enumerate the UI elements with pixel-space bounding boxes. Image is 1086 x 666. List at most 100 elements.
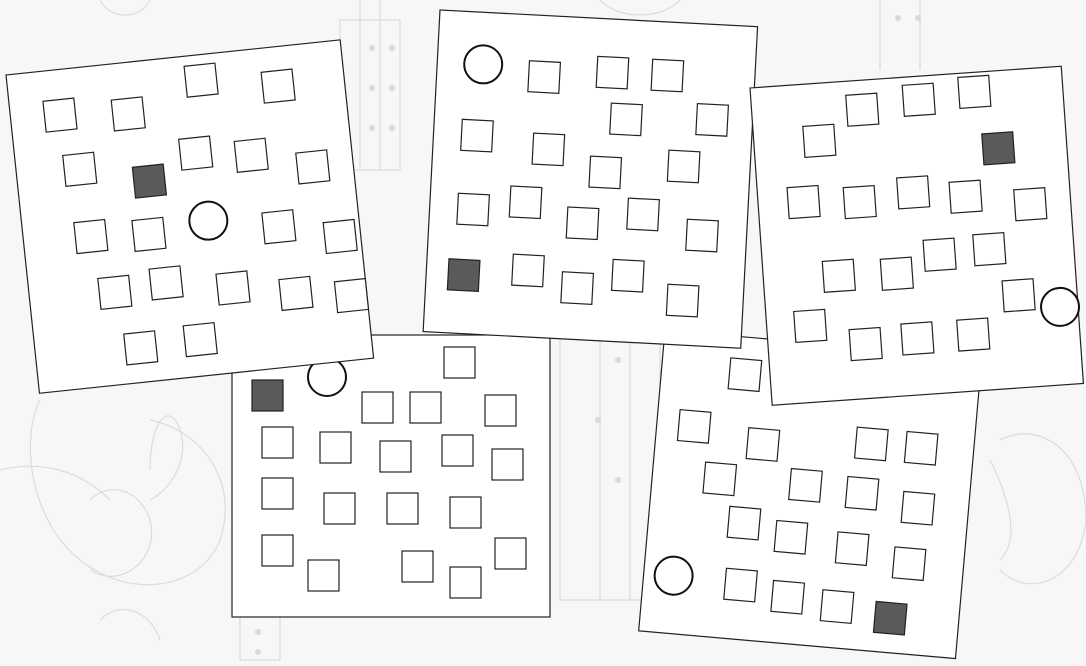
open-square — [509, 186, 542, 219]
card-1[interactable] — [6, 40, 374, 393]
circle-marker — [463, 44, 503, 84]
background-sketch-right — [990, 434, 1086, 584]
open-square — [902, 83, 935, 116]
open-square — [532, 133, 565, 166]
card-2[interactable] — [423, 10, 757, 348]
open-square — [566, 207, 599, 240]
open-square — [410, 392, 441, 423]
open-square — [774, 520, 808, 554]
open-square — [849, 328, 882, 361]
open-square — [43, 98, 77, 132]
open-square — [686, 219, 719, 252]
open-square — [387, 493, 418, 524]
filled-square — [447, 259, 480, 292]
open-square — [696, 104, 729, 137]
open-square — [794, 309, 827, 342]
card-4[interactable] — [232, 335, 550, 617]
open-square — [703, 462, 737, 496]
open-square — [308, 560, 339, 591]
card-3[interactable] — [750, 66, 1084, 405]
open-square — [958, 75, 991, 108]
open-square — [667, 150, 700, 183]
open-square — [666, 284, 699, 317]
open-square — [261, 69, 295, 103]
open-square — [98, 275, 132, 309]
open-square — [334, 279, 368, 313]
open-square — [74, 219, 108, 253]
open-square — [111, 97, 145, 131]
open-square — [724, 568, 758, 602]
open-square — [746, 428, 780, 462]
open-square — [822, 259, 855, 292]
open-square — [485, 395, 516, 426]
open-square — [589, 156, 622, 189]
open-square — [262, 427, 293, 458]
open-square — [904, 431, 938, 465]
open-square — [612, 259, 645, 292]
open-square — [1002, 279, 1035, 312]
open-square — [596, 56, 629, 89]
open-square — [901, 491, 935, 525]
open-square — [728, 358, 762, 392]
open-square — [320, 432, 351, 463]
filled-square — [132, 164, 166, 198]
open-square — [179, 136, 213, 170]
open-square — [296, 150, 330, 184]
open-square — [528, 61, 561, 94]
open-square — [727, 506, 761, 540]
open-square — [677, 410, 711, 444]
open-square — [262, 210, 296, 244]
open-square — [450, 567, 481, 598]
open-square — [787, 185, 820, 218]
open-square — [323, 219, 357, 253]
open-square — [835, 532, 869, 566]
open-square — [457, 193, 490, 226]
open-square — [610, 103, 643, 136]
open-square — [957, 318, 990, 351]
open-square — [63, 152, 97, 186]
background-sketch-bunny — [0, 400, 225, 640]
open-square — [362, 392, 393, 423]
open-square — [380, 441, 411, 472]
open-square — [262, 535, 293, 566]
open-square — [897, 176, 930, 209]
open-square — [279, 276, 313, 310]
filled-square — [252, 380, 283, 411]
open-square — [149, 266, 183, 300]
open-square — [855, 427, 889, 461]
open-square — [561, 272, 594, 305]
open-square — [461, 119, 494, 152]
filled-square — [982, 132, 1015, 165]
open-square — [627, 198, 660, 231]
open-square — [820, 590, 854, 624]
open-square — [262, 478, 293, 509]
open-square — [324, 493, 355, 524]
open-square — [132, 217, 166, 251]
open-square — [234, 138, 268, 172]
open-square — [843, 186, 876, 219]
open-square — [492, 449, 523, 480]
open-square — [949, 180, 982, 213]
open-square — [892, 547, 926, 581]
open-square — [923, 238, 956, 271]
open-square — [901, 322, 934, 355]
open-square — [444, 347, 475, 378]
open-square — [512, 254, 545, 287]
open-square — [402, 551, 433, 582]
open-square — [771, 580, 805, 614]
open-square — [880, 257, 913, 290]
open-square — [789, 469, 823, 503]
open-square — [1014, 188, 1047, 221]
open-square — [442, 435, 473, 466]
open-square — [183, 323, 217, 357]
open-square — [124, 331, 158, 365]
open-square — [216, 271, 250, 305]
open-square — [846, 93, 879, 126]
open-square — [803, 124, 836, 157]
open-square — [845, 477, 879, 511]
open-square — [184, 63, 218, 97]
open-square — [495, 538, 526, 569]
open-square — [450, 497, 481, 528]
open-square — [651, 59, 684, 92]
